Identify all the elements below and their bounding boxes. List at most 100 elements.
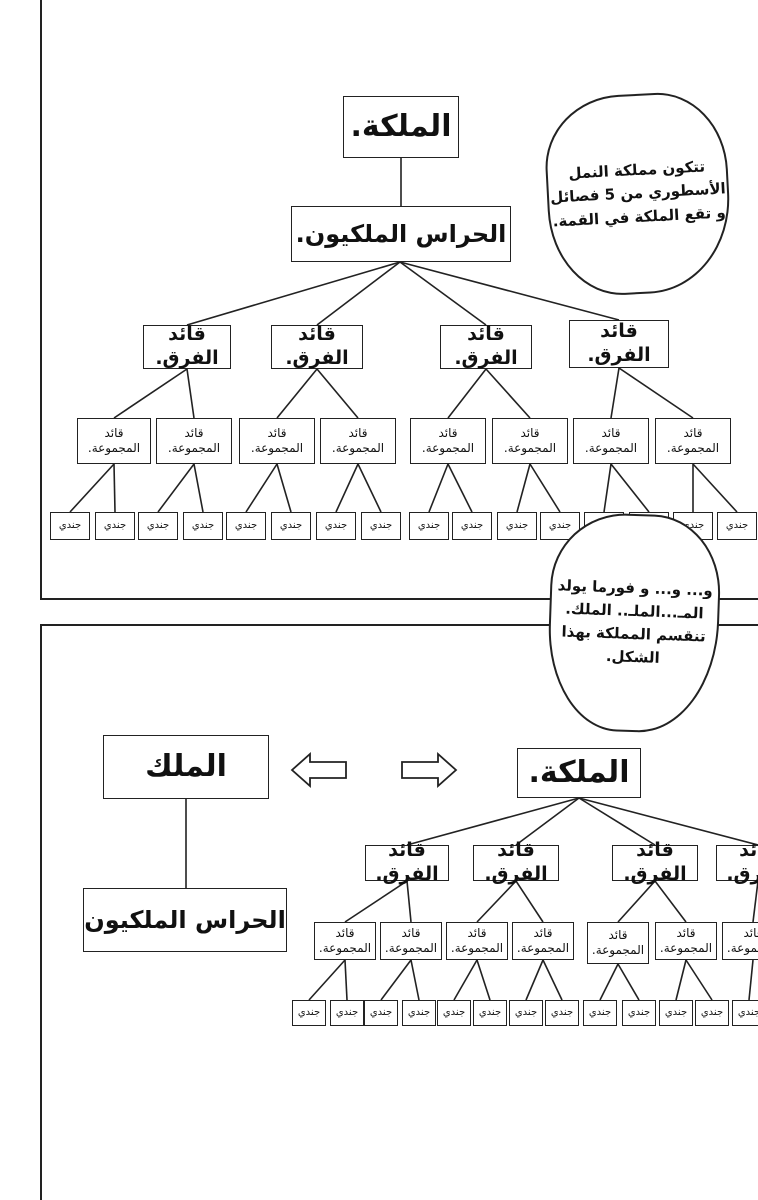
group-soldier-line <box>529 463 561 513</box>
soldier-box: جندي <box>659 1000 693 1026</box>
queen-box: الملكة. <box>343 96 459 158</box>
bottom-group-soldier-line <box>525 959 544 1001</box>
group-soldier-line <box>516 463 531 513</box>
soldier-box: جندي <box>437 1000 471 1026</box>
bottom-group-soldier-line <box>599 963 619 1001</box>
captain-group-line <box>610 367 620 419</box>
group-leader-box: قائد المجموعة. <box>492 418 568 464</box>
captain-group-line <box>186 368 195 419</box>
captain-group-line <box>485 368 531 419</box>
soldier-box: جندي <box>226 512 266 540</box>
bottom-queen-captain-line <box>578 797 656 846</box>
bottom-group-soldier-line <box>380 959 412 1001</box>
group-leader-box: قائد المجموعة. <box>77 418 151 464</box>
bottom-group-soldier-line <box>617 963 640 1001</box>
arrow-right-icon <box>401 751 458 789</box>
captain-group-line <box>618 367 694 419</box>
bottom-captain-group-line <box>344 880 408 923</box>
group-leader-box: قائد المجموعة. <box>410 418 486 464</box>
group-leader-box: قائد المجموعة. <box>446 922 508 960</box>
soldier-box: جندي <box>409 512 449 540</box>
guards-captain-line <box>399 261 620 321</box>
soldier-box: جندي <box>545 1000 579 1026</box>
guards-captain-line <box>399 261 487 326</box>
group-leader-box: قائد المجموعة. <box>587 922 649 964</box>
arrow-left-icon <box>290 751 347 789</box>
soldier-box: جندي <box>622 1000 656 1026</box>
captain-box: قائد الفرق. <box>569 320 669 368</box>
bottom-group-soldier-line <box>476 959 491 1001</box>
soldier-box: جندي <box>292 1000 326 1026</box>
group-leader-box: قائد المجموعة. <box>320 418 396 464</box>
soldier-box: جندي <box>732 1000 758 1026</box>
bottom-captain-group-line <box>752 880 758 923</box>
captain-box: قائد الفرق. <box>716 839 758 885</box>
soldier-box: جندي <box>583 1000 617 1026</box>
group-leader-box: قائد المجموعة. <box>239 418 315 464</box>
group-soldier-line <box>357 463 382 513</box>
group-soldier-line <box>610 463 650 513</box>
soldier-box: جندي <box>402 1000 436 1026</box>
guards-captain-line <box>316 261 401 326</box>
captain-group-line <box>113 368 188 419</box>
soldier-box: جندي <box>271 512 311 540</box>
captain-group-line <box>316 368 359 419</box>
captain-box: قائد الفرق. <box>612 839 698 885</box>
bottom-captain-group-line <box>654 880 687 923</box>
royal-guards-box: الحراس الملكيون. <box>291 206 511 262</box>
group-soldier-line <box>692 463 738 513</box>
bottom-group-soldier-line <box>542 959 563 1001</box>
bottom-group-soldier-line <box>344 959 348 1001</box>
guards-captain-line <box>186 261 401 326</box>
group-soldier-line <box>245 463 278 513</box>
group-soldier-line <box>335 463 359 513</box>
soldier-box: جندي <box>316 512 356 540</box>
bottom-queen-captain-line <box>515 797 580 846</box>
group-leader-box: قائد المجموعة. <box>655 922 717 960</box>
group-leader-box: قائد المجموعة. <box>573 418 649 464</box>
captain-group-line <box>447 368 487 419</box>
captain-box: قائد الفرق. <box>143 323 231 369</box>
soldier-box: جندي <box>452 512 492 540</box>
soldier-box: جندي <box>364 1000 398 1026</box>
king-box: الملك <box>103 735 269 799</box>
group-leader-box: قائد المجموعة. <box>380 922 442 960</box>
group-leader-box: قائد المجموعة. <box>156 418 232 464</box>
bottom-queen-box: الملكة. <box>517 748 641 798</box>
group-leader-box: قائد المجموعة. <box>512 922 574 960</box>
bottom-group-soldier-line <box>453 959 478 1001</box>
soldier-box: جندي <box>50 512 90 540</box>
bottom-captain-group-line <box>476 880 517 923</box>
captain-box: قائد الفرق. <box>473 839 559 885</box>
soldier-box: جندي <box>330 1000 364 1026</box>
group-soldier-line <box>447 463 473 513</box>
soldier-box: جندي <box>509 1000 543 1026</box>
soldier-box: جندي <box>183 512 223 540</box>
captain-box: قائد الفرق. <box>365 839 449 885</box>
bottom-group-soldier-line <box>410 959 420 1001</box>
group-soldier-line <box>428 463 449 513</box>
captain-box: قائد الفرق. <box>440 323 532 369</box>
group-soldier-line <box>113 463 116 513</box>
bottom-captain-group-line <box>406 880 412 923</box>
bottom-group-soldier-line <box>675 959 687 1001</box>
bottom-queen-captain-line <box>578 797 758 846</box>
bottom-group-soldier-line <box>308 959 346 1001</box>
group-soldier-line <box>69 463 115 513</box>
soldier-box: جندي <box>361 512 401 540</box>
group-soldier-line <box>603 463 612 513</box>
bottom-captain-group-line <box>617 880 656 923</box>
group-leader-box: قائد المجموعة. <box>314 922 376 960</box>
group-leader-box: قائد المجموعة. <box>655 418 731 464</box>
bottom-captain-group-line <box>515 880 544 923</box>
group-soldier-line <box>193 463 204 513</box>
group-leader-box: قائد المجموعة. <box>722 922 758 960</box>
captain-group-line <box>276 368 318 419</box>
group-soldier-line <box>157 463 195 513</box>
soldier-box: جندي <box>717 512 757 540</box>
soldier-box: جندي <box>138 512 178 540</box>
soldier-box: جندي <box>473 1000 507 1026</box>
bottom-group-soldier-line <box>748 959 754 1001</box>
